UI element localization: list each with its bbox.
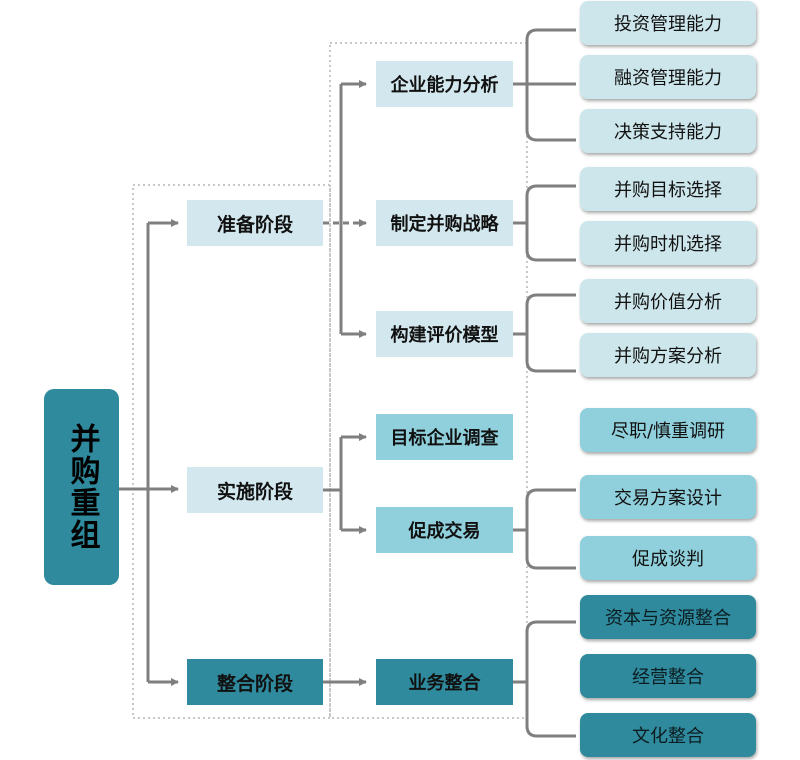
- leaf-financing-management: 融资管理能力: [580, 55, 756, 99]
- stage-implementation: 实施阶段: [187, 467, 323, 513]
- brace-deal: [513, 488, 576, 570]
- node-target-investigation: 目标企业调查: [376, 414, 513, 460]
- leaf-timing-selection: 并购时机选择: [580, 221, 756, 265]
- leaf-culture-integration: 文化整合: [580, 713, 756, 757]
- node-formulate-strategy: 制定并购战略: [376, 200, 513, 246]
- stage-preparation: 准备阶段: [187, 200, 323, 246]
- node-enterprise-capability-analysis: 企业能力分析: [376, 61, 513, 107]
- root-node: 并购重组: [44, 389, 119, 585]
- node-business-integration: 业务整合: [376, 659, 513, 705]
- brace-strategy: [513, 184, 576, 262]
- leaf-negotiation: 促成谈判: [580, 536, 756, 580]
- leaf-investment-management: 投资管理能力: [580, 1, 756, 45]
- leaf-value-analysis: 并购价值分析: [580, 279, 756, 323]
- preparation-frame: [132, 184, 331, 719]
- node-facilitate-deal: 促成交易: [376, 507, 513, 553]
- midlevel-frame: [329, 42, 528, 719]
- brace-business: [513, 620, 576, 738]
- brace-capability: [513, 28, 576, 142]
- leaf-capital-resource-integration: 资本与资源整合: [580, 595, 756, 639]
- stage-integration: 整合阶段: [187, 659, 323, 705]
- leaf-operation-integration: 经营整合: [580, 654, 756, 698]
- node-build-evaluation-model: 构建评价模型: [376, 311, 513, 357]
- leaf-due-diligence: 尽职/慎重调研: [580, 408, 756, 452]
- leaf-decision-support: 决策支持能力: [580, 109, 756, 153]
- leaf-target-selection: 并购目标选择: [580, 167, 756, 211]
- brace-model: [513, 293, 576, 373]
- leaf-deal-design: 交易方案设计: [580, 475, 756, 519]
- leaf-plan-analysis: 并购方案分析: [580, 333, 756, 377]
